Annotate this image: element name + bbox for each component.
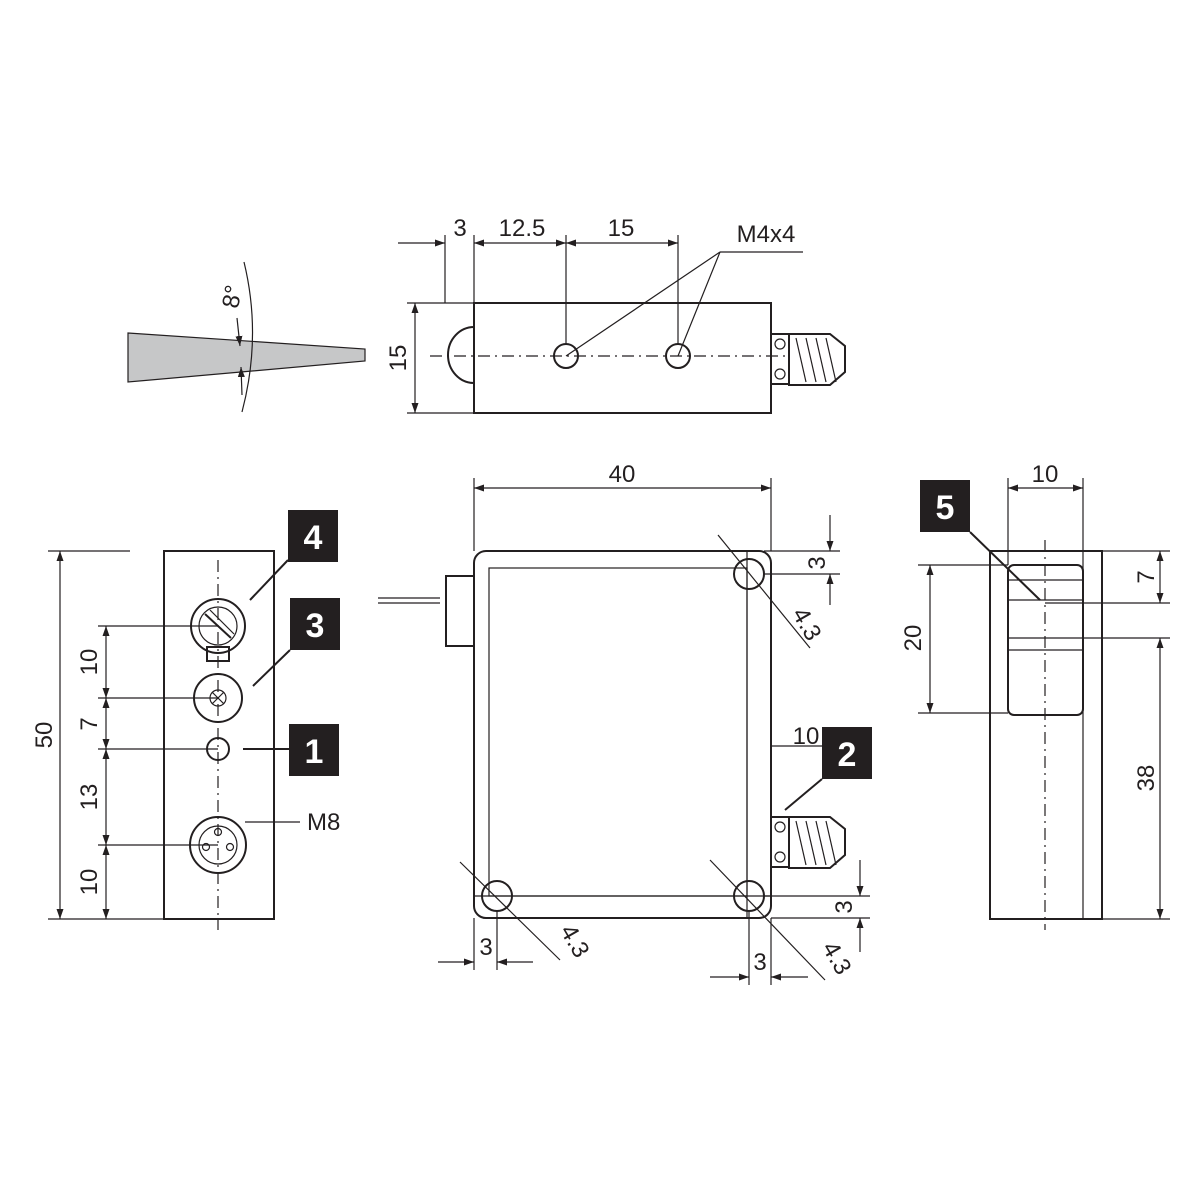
callout-label-2: 2 xyxy=(838,736,857,774)
dim-side-height: 50 xyxy=(31,722,58,749)
right-view-housing xyxy=(989,550,1103,920)
top-connector-base xyxy=(770,333,790,385)
callout-label-5: 5 xyxy=(936,489,955,527)
dim-corner-right: 3 xyxy=(831,900,858,913)
dim-corner-top: 3 xyxy=(804,556,831,569)
connector-pin-top xyxy=(774,338,786,350)
thread-spec-label: M4x4 xyxy=(737,221,796,248)
dim-hole-dia-bottom-right: 4.3 xyxy=(816,937,856,979)
callout-1: 1 xyxy=(243,724,339,776)
angle-arrow-bottom xyxy=(237,366,245,396)
thread-leader-2 xyxy=(677,251,721,357)
callout-3: 3 xyxy=(252,598,340,687)
dim-connector-offset: 10 xyxy=(793,723,820,750)
dim-corner-bottom-right: 3 xyxy=(753,949,766,976)
dim-top-hole2: 15 xyxy=(608,215,635,242)
callout-2: 2 xyxy=(784,727,872,811)
side-view-housing xyxy=(163,550,275,920)
dim-side-pitch-3: 13 xyxy=(76,784,103,811)
dim-top-offset: 3 xyxy=(453,215,466,242)
callout-5: 5 xyxy=(920,480,1041,601)
dia-leader-top xyxy=(717,534,811,649)
dim-top-height: 15 xyxy=(385,345,412,372)
callout-label-1: 1 xyxy=(305,733,324,771)
callout-label-3: 3 xyxy=(306,607,325,645)
thread-leader-1 xyxy=(565,251,721,357)
callout-4: 4 xyxy=(249,510,338,601)
front-view-housing xyxy=(473,550,772,919)
front-connector-base xyxy=(770,816,790,868)
dia-leader-bottom-left xyxy=(459,861,561,961)
dim-hole-dia-top: 4.3 xyxy=(786,603,826,645)
top-view: 3 12.5 15 M4x4 15 xyxy=(385,215,846,414)
right-side-view: 10 20 7 38 xyxy=(900,461,1170,930)
optics-window xyxy=(1007,564,1084,716)
beam-angle-label: 8° xyxy=(217,283,248,310)
dim-side-pitch-4: 10 xyxy=(76,869,103,896)
dim-hole-dia-bottom-left: 4.3 xyxy=(554,920,594,962)
dim-right-top: 7 xyxy=(1133,570,1160,583)
lens-dome xyxy=(447,326,475,384)
callout-label-4: 4 xyxy=(304,519,323,557)
dim-right-window: 20 xyxy=(900,625,927,652)
left-side-view: M8 50 10 7 13 10 xyxy=(31,550,340,930)
front-connector-thread xyxy=(788,816,846,869)
front-view: 40 3 4.3 10 3 3 4.3 3 4.3 xyxy=(378,461,870,985)
angle-arc xyxy=(241,261,254,413)
top-connector-thread xyxy=(788,333,846,386)
angle-arrow-top xyxy=(235,317,243,347)
thread-lines xyxy=(795,337,837,383)
dia-leader-bottom-right xyxy=(709,859,826,981)
dim-right-width: 10 xyxy=(1032,461,1059,488)
dim-front-width: 40 xyxy=(609,461,636,488)
connector-type-label: M8 xyxy=(307,809,340,836)
beam-cone xyxy=(127,332,366,383)
beam-view: 8° xyxy=(127,261,366,413)
dim-right-lower: 38 xyxy=(1133,765,1160,792)
top-view-housing xyxy=(473,302,772,414)
dim-side-pitch-2: 7 xyxy=(76,717,103,730)
front-lens-block xyxy=(445,575,475,647)
connector-pin-bottom xyxy=(774,368,786,380)
dim-side-pitch-1: 10 xyxy=(76,649,103,676)
dim-top-hole1: 12.5 xyxy=(499,215,546,242)
dim-corner-bottom-left: 3 xyxy=(479,934,492,961)
